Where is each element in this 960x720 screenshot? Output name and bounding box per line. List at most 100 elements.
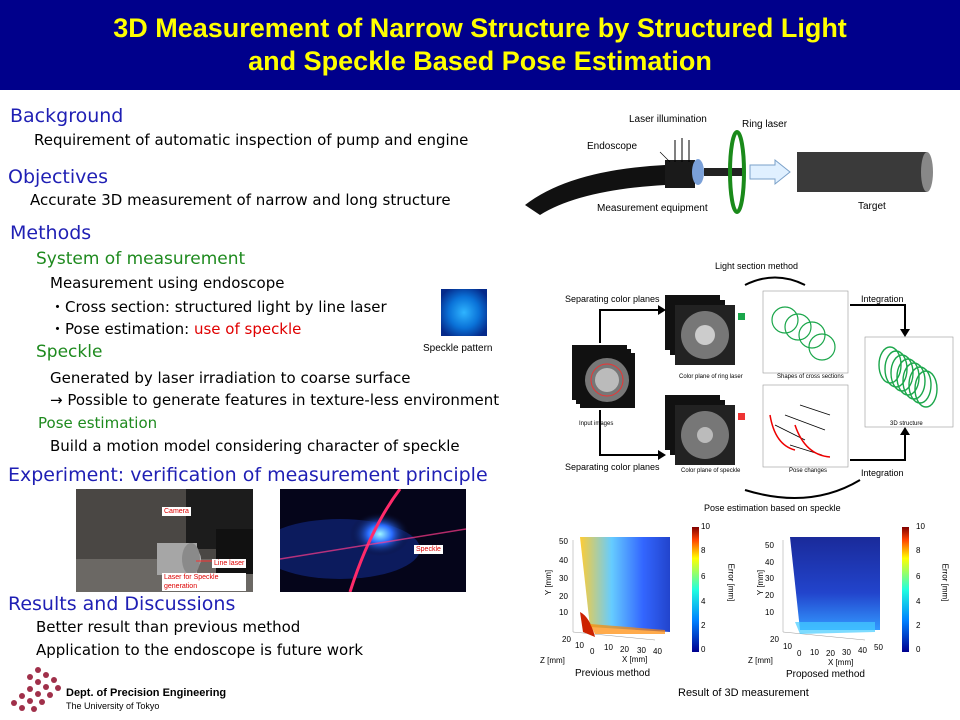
prop-y-tick-30: 30	[765, 574, 774, 583]
label-endoscope: Endoscope	[587, 141, 638, 152]
prop-x-label: X [mm]	[828, 658, 854, 667]
prop-z-tick-0: 0	[797, 649, 802, 658]
prop-x-tick-20: 20	[826, 649, 835, 658]
results-heading: Results and Discussions	[8, 593, 236, 615]
label-target: Target	[858, 201, 886, 212]
label-input-images: Input images	[579, 421, 614, 427]
speckle-pattern-image	[441, 289, 487, 336]
prev-y-tick-10: 10	[559, 608, 568, 617]
prev-cbar-8: 8	[701, 546, 706, 555]
prev-z-tick-10: 10	[575, 641, 584, 650]
label-laser-illumination: Laser illumination	[629, 114, 707, 125]
prop-x-tick-40: 40	[858, 646, 867, 655]
prev-y-tick-50: 50	[559, 537, 568, 546]
prev-x-tick-20: 20	[620, 645, 629, 654]
speckle-line-1: Generated by laser irradiation to coarse…	[50, 369, 411, 387]
title-banner: 3D Measurement of Narrow Structure by St…	[0, 0, 960, 90]
label-light-section: Light section method	[715, 261, 799, 271]
system-line-1: Measurement using endoscope	[50, 274, 285, 292]
label-color-plane-speckle: Color plane of speckle	[681, 468, 741, 474]
prop-y-tick-50: 50	[765, 541, 774, 550]
label-3d-structure: 3D structure	[890, 421, 923, 427]
prev-cbar-2: 2	[701, 621, 706, 630]
prop-cbar-4: 4	[916, 597, 921, 606]
prev-cbar-10: 10	[701, 522, 710, 531]
prop-y-tick-10: 10	[765, 608, 774, 617]
prop-x-tick-10: 10	[810, 648, 819, 657]
tag-camera: Camera	[162, 507, 191, 516]
prev-cbar-6: 6	[701, 572, 706, 581]
prop-error-label: Error [mm]	[940, 563, 950, 602]
system-line-2: ・Cross section: structured light by line…	[50, 298, 387, 316]
cross-sections-box	[762, 290, 849, 374]
prop-z-tick-10: 10	[783, 642, 792, 651]
prev-x-tick-30: 30	[637, 646, 646, 655]
prev-z-tick-20: 20	[562, 635, 571, 644]
background-text: Requirement of automatic inspection of p…	[34, 131, 469, 149]
prev-z-tick-0: 0	[590, 647, 595, 656]
prop-x-tick-30: 30	[842, 648, 851, 657]
speckle-heading: Speckle	[36, 342, 103, 362]
label-pose-estimation: Pose estimation based on speckle	[704, 503, 841, 513]
prev-y-label: Y [mm]	[544, 569, 554, 596]
speckle-line-2: → Possible to generate features in textu…	[50, 391, 500, 409]
label-separating-top: Separating color planes	[565, 294, 660, 304]
previous-method-plot	[572, 527, 699, 652]
system-heading: System of measurement	[36, 249, 246, 269]
label-separating-bottom: Separating color planes	[565, 462, 660, 472]
prev-y-tick-40: 40	[559, 556, 568, 565]
methods-heading: Methods	[10, 222, 92, 244]
proposed-method-caption: Proposed method	[786, 669, 865, 680]
speckle-photo-drawing	[280, 489, 466, 592]
method-flow-diagram	[572, 276, 954, 499]
footer-univ: The University of Tokyo	[66, 701, 160, 711]
pose-line-1: Build a motion model considering charact…	[50, 437, 460, 455]
system-line-3-prefix: ・Pose estimation:	[50, 320, 194, 338]
prev-cbar-0: 0	[701, 645, 706, 654]
prop-z-tick-20: 20	[770, 635, 779, 644]
footer-dept: Dept. of Precision Engineering	[66, 687, 227, 699]
prev-y-tick-30: 30	[559, 574, 568, 583]
tag-laser-speckle: Laser for Speckle generation	[162, 573, 246, 591]
label-color-plane-ring: Color plane of ring laser	[679, 374, 743, 380]
results-line-1: Better result than previous method	[36, 618, 301, 636]
system-line-3-highlight: use of speckle	[193, 320, 302, 338]
system-setup-diagram	[525, 130, 933, 215]
objectives-heading: Objectives	[8, 166, 108, 188]
university-logo-icon	[11, 667, 61, 712]
prop-cbar-8: 8	[916, 546, 921, 555]
prop-y-label: Y [mm]	[756, 569, 766, 596]
title-line-2: and Speckle Based Pose Estimation	[248, 46, 712, 76]
experiment-photo-setup: Camera Line laser Laser for Speckle gene…	[76, 489, 253, 592]
prop-y-tick-20: 20	[765, 591, 774, 600]
experiment-heading: Experiment: verification of measurement …	[8, 464, 488, 486]
prop-z-label: Z [mm]	[748, 656, 773, 665]
prev-x-tick-10: 10	[604, 643, 613, 652]
prop-x-tick-50: 50	[874, 643, 883, 652]
title-line-1: 3D Measurement of Narrow Structure by St…	[113, 13, 847, 43]
label-shapes-cross: Shapes of cross sections	[777, 374, 844, 380]
label-integration-bottom: Integration	[861, 468, 904, 478]
prev-cbar-4: 4	[701, 597, 706, 606]
label-measurement-equipment: Measurement equipment	[597, 203, 708, 214]
cross-section-circles	[771, 306, 836, 361]
prev-y-tick-20: 20	[559, 592, 568, 601]
background-heading: Background	[10, 105, 124, 127]
result-caption: Result of 3D measurement	[678, 687, 809, 699]
speckle-pattern-caption: Speckle pattern	[423, 343, 493, 354]
experiment-photo-speckle: Speckle	[280, 489, 466, 592]
objectives-text: Accurate 3D measurement of narrow and lo…	[30, 191, 451, 209]
tag-speckle: Speckle	[414, 545, 443, 554]
prev-x-tick-40: 40	[653, 647, 662, 656]
input-images-stack	[572, 345, 635, 408]
results-line-2: Application to the endoscope is future w…	[36, 641, 364, 659]
prop-cbar-6: 6	[916, 572, 921, 581]
prev-error-label: Error [mm]	[726, 563, 736, 602]
label-integration-top: Integration	[861, 294, 904, 304]
label-ring-laser: Ring laser	[742, 119, 788, 130]
pose-heading: Pose estimation	[38, 414, 158, 432]
speckle-plane-stack	[665, 395, 745, 465]
structure-3d-rings	[878, 346, 938, 408]
tag-line-laser: Line laser	[212, 559, 247, 568]
proposed-method-plot	[782, 527, 909, 652]
